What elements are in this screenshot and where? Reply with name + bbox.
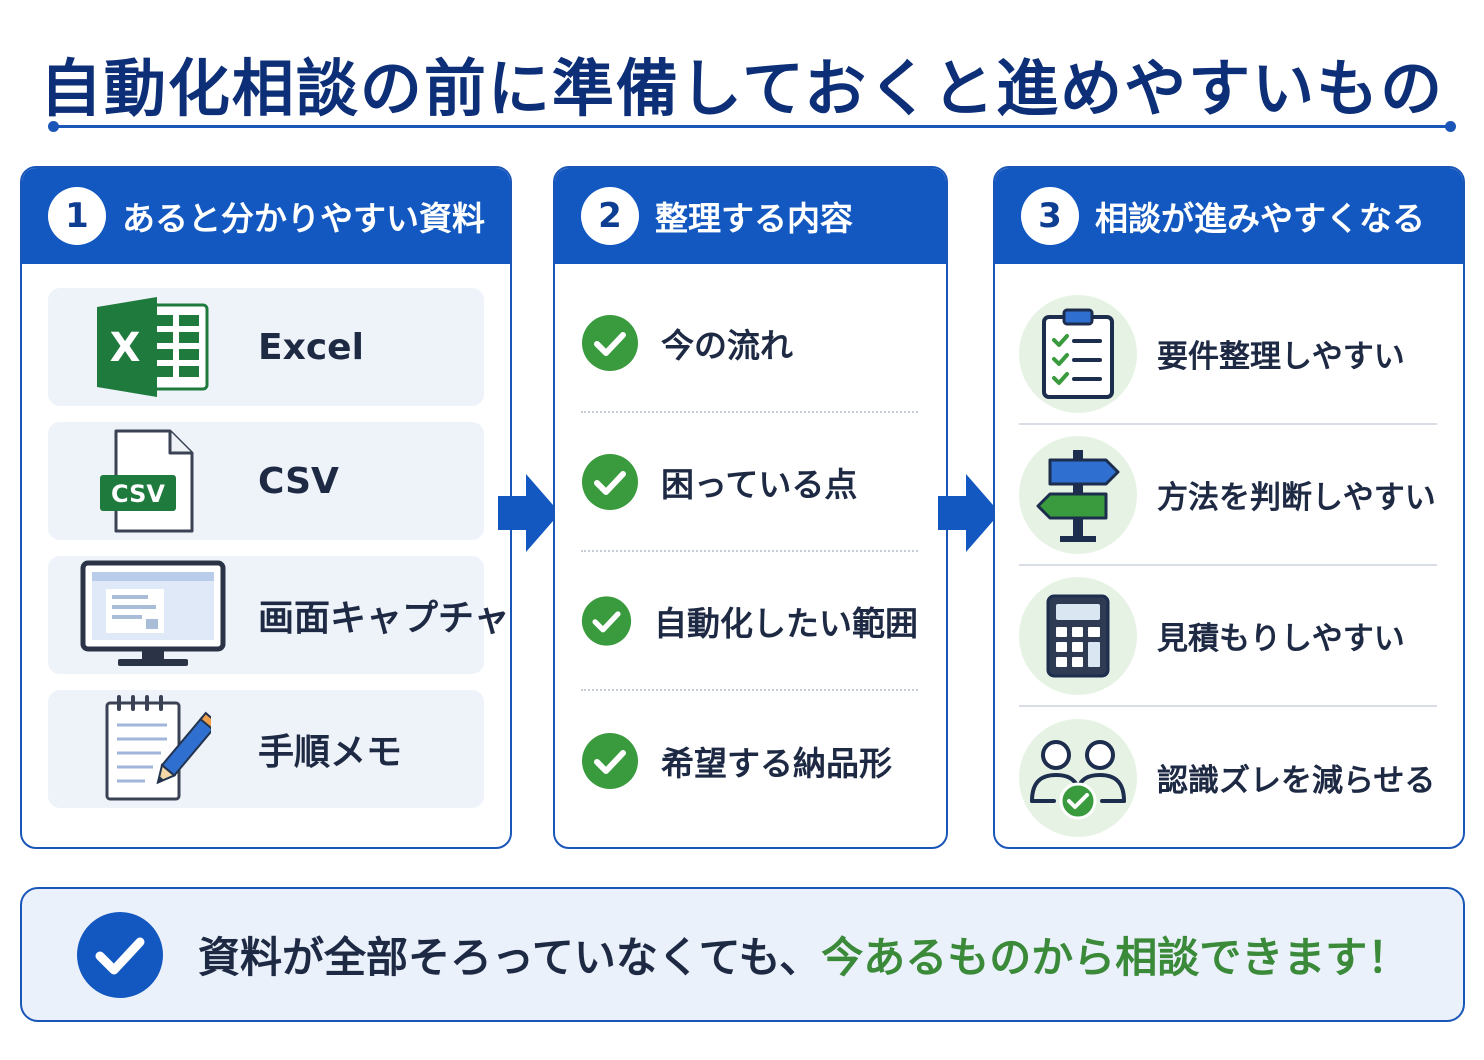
excel-icon: X <box>48 288 258 406</box>
people-check-icon <box>1030 739 1126 819</box>
check-label: 希望する納品形 <box>661 743 892 783</box>
check-item-automation-scope: 自動化したい範囲 <box>581 552 918 691</box>
benefit-item-reduce-misunderstanding: 認識ズレを減らせる <box>1019 707 1437 847</box>
check-circle-icon <box>581 595 632 646</box>
check-label: 今の流れ <box>661 325 793 365</box>
panel-header-resources: 1 あると分かりやすい資料 <box>22 168 510 264</box>
resource-label: 手順メモ <box>258 732 403 773</box>
panel-benefits: 3 相談が進みやすくなる <box>993 166 1465 849</box>
step-number-badge: 1 <box>48 187 106 245</box>
check-item-delivery-format: 希望する納品形 <box>581 691 918 830</box>
page-title: 自動化相談の前に準備しておくと進めやすいもの <box>39 52 1445 125</box>
benefit-item-requirements: 要件整理しやすい <box>1019 284 1437 425</box>
panel-header-organize: 2 整理する内容 <box>555 168 946 264</box>
resource-label: CSV <box>258 460 339 502</box>
check-circle-icon <box>582 453 638 510</box>
notepad-pencil-icon <box>48 690 258 808</box>
bottom-message-highlight: 今あるものから相談できます！ <box>821 933 1410 982</box>
monitor-screenshot-icon <box>48 556 258 674</box>
step-number-badge: 2 <box>581 187 639 245</box>
check-circle-icon <box>582 314 638 371</box>
panel-organize: 2 整理する内容 今の流れ 困っている点 自動化したい範囲 <box>553 166 948 849</box>
arrow-right-icon <box>498 474 560 552</box>
panel-header-benefits: 3 相談が進みやすくなる <box>995 168 1463 264</box>
resource-item-screenshot: 画面キャプチャ <box>48 556 510 674</box>
check-label: 自動化したい範囲 <box>654 603 918 643</box>
panel-title: あると分かりやすい資料 <box>122 199 485 238</box>
benefit-label: 要件整理しやすい <box>1157 339 1405 375</box>
step-number-badge: 3 <box>1021 187 1079 245</box>
resource-item-procedure-memo: 手順メモ <box>48 690 484 808</box>
csv-file-icon: CSV <box>48 422 258 540</box>
clipboard-checklist-icon <box>1042 308 1114 399</box>
panel-title: 整理する内容 <box>655 199 853 238</box>
resource-item-excel: X Excel <box>48 288 484 406</box>
panel-title: 相談が進みやすくなる <box>1095 199 1425 238</box>
benefit-label: 見積もりしやすい <box>1157 621 1405 657</box>
bottom-message-banner: 資料が全部そろっていなくても、今あるものから相談できます！ <box>20 887 1465 1022</box>
title-underline <box>48 121 1456 132</box>
benefit-label: 認識ズレを減らせる <box>1157 763 1436 799</box>
bottom-message: 資料が全部そろっていなくても、今あるものから相談できます！ <box>198 924 1409 985</box>
benefit-item-method: 方法を判断しやすい <box>1019 425 1437 566</box>
resource-label: 画面キャプチャ <box>258 598 510 639</box>
benefit-label: 方法を判断しやすい <box>1157 480 1436 516</box>
check-circle-icon <box>582 732 638 789</box>
check-label: 困っている点 <box>661 464 858 504</box>
check-circle-icon <box>77 911 163 998</box>
signpost-icon <box>1036 449 1120 542</box>
benefit-item-estimate: 見積もりしやすい <box>1019 566 1437 707</box>
resource-label: Excel <box>258 326 364 368</box>
panel-resources: 1 あると分かりやすい資料 X Excel <box>20 166 512 849</box>
bottom-message-main: 資料が全部そろっていなくても、 <box>198 933 822 982</box>
calculator-icon <box>1046 594 1110 677</box>
check-item-current-flow: 今の流れ <box>581 274 918 413</box>
arrow-right-icon <box>938 474 1000 552</box>
resource-item-csv: CSV CSV <box>48 422 484 540</box>
svg-text:CSV: CSV <box>111 480 165 508</box>
check-item-pain-points: 困っている点 <box>581 413 918 552</box>
svg-text:X: X <box>110 325 141 371</box>
